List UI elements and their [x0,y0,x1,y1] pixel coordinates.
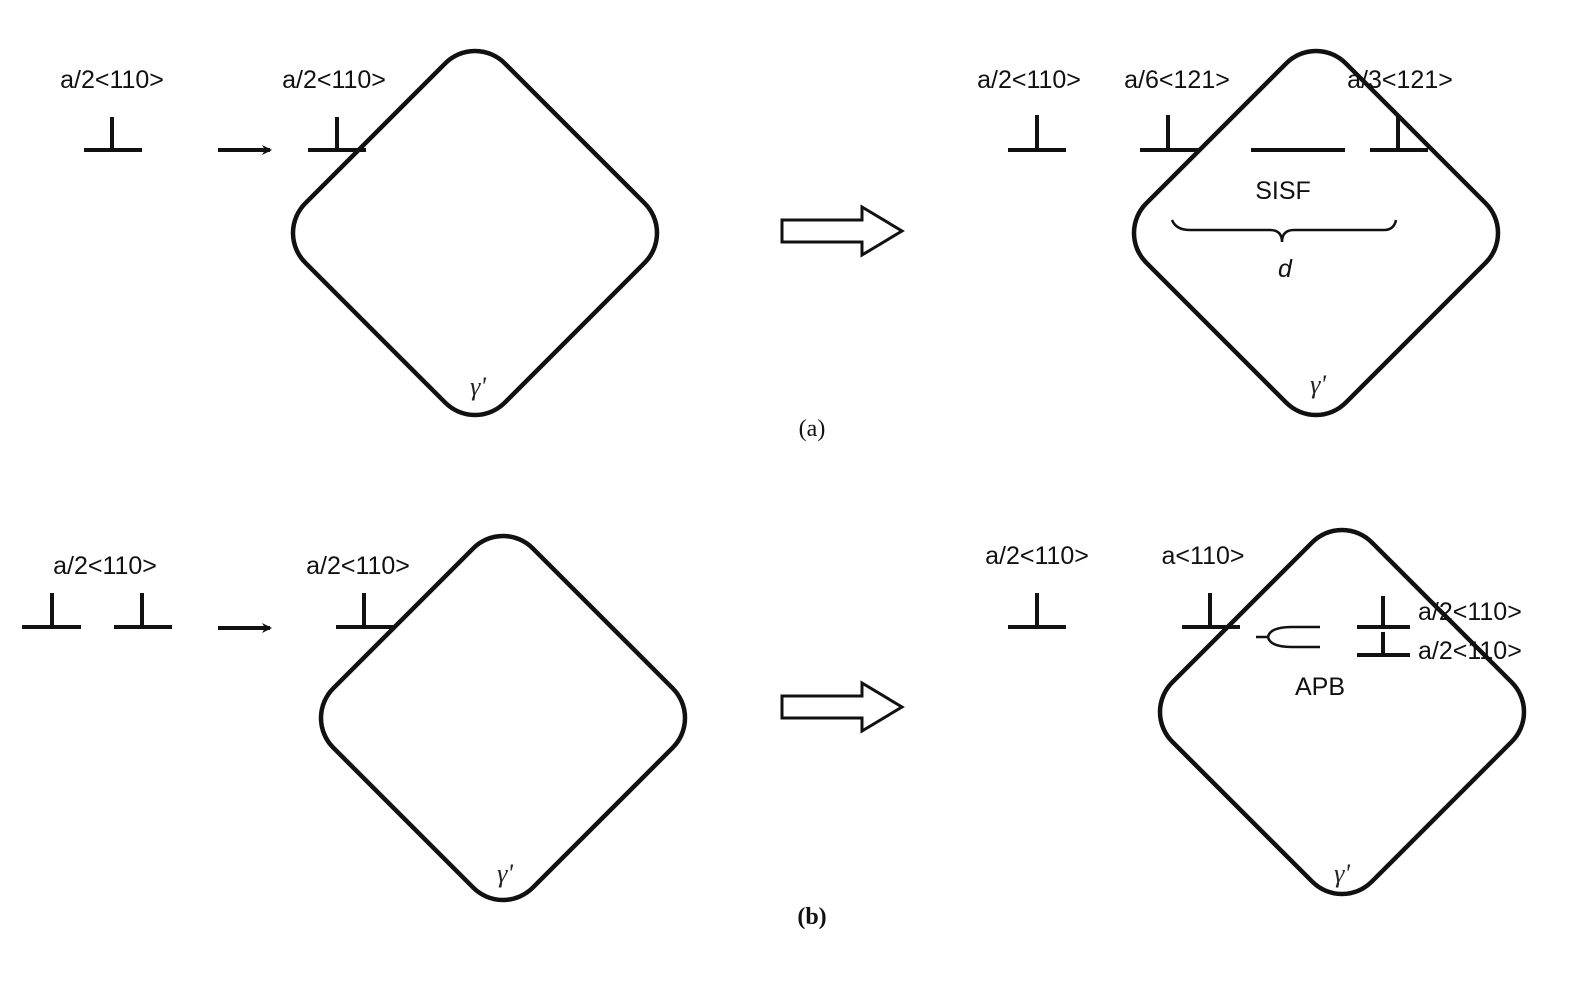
edge-dislocation-symbol [308,117,366,152]
panel-caption: (b) [797,904,826,930]
edge-dislocation-symbol [84,117,142,152]
edge-dislocation-symbol [22,593,81,629]
gamma-prime-label: γ' [1334,859,1350,888]
edge-dislocation-symbol [1008,115,1066,152]
burgers-vector-label: a/2<110> [53,552,157,580]
panel-b: a/2<110> a/2<110> a/2<110> a<110> a/2<11… [22,527,1527,930]
gamma-prime-precipitate [1157,527,1527,897]
transition-arrow [780,204,905,258]
gamma-prime-precipitate [290,48,660,418]
panel-caption: (a) [799,416,826,442]
burgers-vector-label: a/2<110> [977,66,1081,94]
apb-fork [1256,625,1320,649]
gamma-prime-label: γ' [1310,370,1326,399]
partial-dislocation-symbol [1370,115,1428,152]
gamma-prime-precipitate [318,533,688,903]
gamma-prime-label: γ' [470,372,486,401]
gamma-prime-precipitate [1131,48,1501,418]
edge-dislocation-symbol [336,593,393,629]
burgers-vector-label: a/2<110> [985,542,1089,570]
apb-label: APB [1295,673,1345,701]
spacing-brace [1170,219,1398,243]
burgers-vector-label: a/2<110> [306,552,410,580]
burgers-vector-label: a/2<110> [282,66,386,94]
burgers-vector-label: a/2<110> [1418,637,1522,665]
edge-dislocation-symbol [1357,632,1410,657]
gamma-prime-label: γ' [497,859,513,888]
superdislocation-label: a<110> [1162,542,1245,570]
spacing-label: d [1278,255,1293,283]
panel-a: a/2<110> a/2<110> a/2<110> a/6<121> a/3<… [60,48,1501,442]
edge-dislocation-symbol [1357,596,1410,629]
partial-dislocation-symbol [1140,115,1200,152]
burgers-vector-label: a/2<110> [1418,598,1522,626]
superdislocation-symbol [1182,593,1240,629]
partial-dislocation-label: a/6<121> [1124,66,1230,94]
edge-dislocation-symbol [1008,593,1066,629]
edge-dislocation-symbol [114,593,172,629]
sisf-label: SISF [1255,177,1311,205]
partial-dislocation-label: a/3<121> [1347,66,1453,94]
transition-arrow [780,680,905,734]
burgers-vector-label: a/2<110> [60,66,164,94]
